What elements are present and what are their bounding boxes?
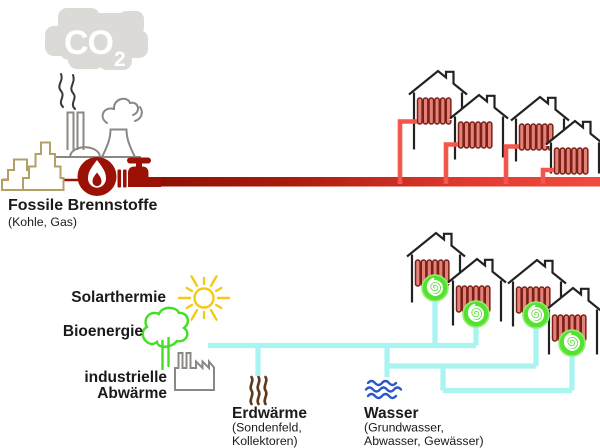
radiator-icon xyxy=(414,259,450,287)
house-roof-chimney xyxy=(543,286,600,313)
solarthermie-label: Solarthermie xyxy=(71,289,166,306)
house-icon xyxy=(449,93,509,160)
geothermal-waves-icon xyxy=(249,375,268,406)
erdwaerme-sublabel-line1: (Sondenfeld, xyxy=(232,421,302,435)
house-roof-chimney xyxy=(406,231,466,258)
house-roof-fill xyxy=(406,232,466,258)
tree-icon xyxy=(141,306,190,371)
hot-risers xyxy=(397,119,554,184)
water-waves-icon xyxy=(364,379,403,400)
house-roof-fill xyxy=(447,258,507,284)
erdwaerme-label: Erdwärme xyxy=(232,405,307,422)
house-roof-chimney xyxy=(545,119,600,146)
radiator-icon xyxy=(553,147,589,175)
radiator-icon xyxy=(416,97,452,125)
fossil-label: Fossile Brennstoffe xyxy=(8,197,157,214)
house-roof-chimney xyxy=(507,258,567,285)
industrial-waste-heat-label-line2: Abwärme xyxy=(97,385,167,402)
radiator-icon xyxy=(457,121,493,149)
cold-pipe-network xyxy=(208,299,575,394)
gas-flame-icon xyxy=(77,157,117,196)
house-roof-fill xyxy=(449,94,509,120)
sun-icon xyxy=(177,275,231,321)
heat-pump-spiral-icon xyxy=(421,274,449,302)
fossil-sublabel: (Kohle, Gas) xyxy=(8,215,77,229)
industrial-waste-heat-label-line1: industrielle xyxy=(84,369,167,386)
co2-subscript: 2 xyxy=(114,48,126,71)
house-roof-fill xyxy=(507,259,567,285)
wasser-sublabel-line1: (Grundwasser, xyxy=(364,421,444,435)
erdwaerme-sublabel-line2: Kollektoren) xyxy=(232,434,298,448)
house-roof-fill xyxy=(543,287,600,313)
house-icon xyxy=(545,119,600,175)
house-roof-fill xyxy=(408,70,468,96)
radiator-icon xyxy=(518,123,554,151)
house-roof-chimney xyxy=(510,95,570,122)
co2-label: CO xyxy=(64,24,114,62)
bioenergie-label: Bioenergie xyxy=(63,323,143,340)
house-icon xyxy=(408,69,468,150)
house-roof-chimney xyxy=(408,69,468,96)
house-roof-chimney xyxy=(447,257,507,284)
wasser-sublabel-line2: Abwasser, Gewässer) xyxy=(364,434,484,448)
coal-pile-icon xyxy=(1,141,65,191)
factory-icon xyxy=(174,352,215,391)
heat-pump-spiral-icon xyxy=(558,329,586,357)
heat-pump-spirals xyxy=(421,274,586,357)
wasser-label: Wasser xyxy=(364,405,419,422)
house-roof-fill xyxy=(510,96,570,122)
heat-pump-spiral-icon xyxy=(462,300,490,328)
co2-cloud-icon: CO 2 xyxy=(45,8,148,71)
house-roof-fill xyxy=(545,120,600,146)
hot-pipe-main xyxy=(146,177,600,187)
house-roof-chimney xyxy=(449,93,509,120)
valve-icon xyxy=(117,157,161,188)
houses-top xyxy=(408,69,600,175)
heat-pump-spiral-icon xyxy=(522,301,550,329)
